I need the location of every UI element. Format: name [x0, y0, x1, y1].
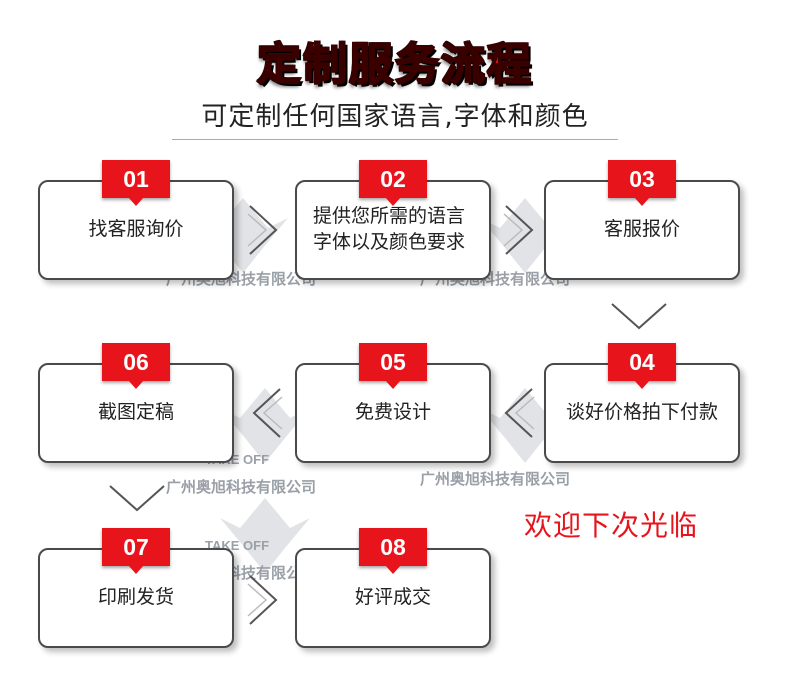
step-badge-07: 07	[102, 528, 170, 566]
step-badge-08: 08	[359, 528, 427, 566]
step-badge-03: 03	[608, 160, 676, 198]
step-number: 01	[123, 165, 149, 192]
arrow-left-icon	[500, 383, 538, 443]
step-card-04: 04 谈好价格拍下付款	[544, 343, 740, 463]
step-label: 印刷发货	[97, 586, 174, 609]
arrow-down-icon	[606, 298, 672, 334]
step-number: 08	[380, 533, 406, 560]
step-label: 客服报价	[603, 218, 680, 241]
step-badge-02: 02	[359, 160, 427, 198]
arrow-left-icon	[248, 383, 286, 443]
watermark-logo-1	[188, 188, 298, 282]
step-label: 好评成交	[354, 586, 431, 609]
step-badge-05: 05	[359, 343, 427, 381]
step-card-05: 05 免费设计	[295, 343, 491, 463]
page-title: 定制服务流程	[256, 38, 533, 91]
step-badge-06: 06	[102, 343, 170, 381]
step-card-07: 07 印刷发货	[38, 528, 234, 648]
step-card-01: 01 找客服询价	[38, 160, 234, 280]
arrow-right-icon	[500, 200, 538, 260]
step-label: 谈好价格拍下付款	[565, 401, 718, 424]
subtitle-divider	[172, 139, 618, 140]
step-number: 07	[123, 533, 149, 560]
step-number: 02	[380, 165, 406, 192]
arrow-down-icon	[104, 480, 170, 516]
arrow-right-icon	[244, 570, 282, 630]
step-label: 提供您所需的语言 字体以及颜色要求	[313, 205, 466, 253]
step-label: 找客服询价	[88, 218, 184, 241]
step-number: 04	[629, 348, 655, 375]
step-number: 05	[380, 348, 406, 375]
page-subtitle: 可定制任何国家语言,字体和颜色	[201, 102, 589, 132]
step-badge-04: 04	[608, 343, 676, 381]
arrow-right-icon	[244, 200, 282, 260]
step-number: 03	[629, 165, 655, 192]
watermark-logo-3	[210, 378, 320, 472]
step-card-08: 08 好评成交	[295, 528, 491, 648]
step-card-03: 03 客服报价	[544, 160, 740, 280]
watermark-company-4: 广州奥旭科技有限公司	[420, 471, 571, 488]
watermark-logo-4	[470, 378, 580, 472]
step-label: 截图定稿	[97, 401, 174, 424]
step-card-02: 02 提供您所需的语言 字体以及颜色要求	[295, 160, 491, 280]
step-number: 06	[123, 348, 149, 375]
step-card-06: 06 截图定稿	[38, 343, 234, 463]
step-label: 免费设计	[354, 401, 431, 424]
watermark-logo-5	[210, 488, 320, 582]
welcome-message: 欢迎下次光临	[524, 509, 699, 542]
watermark-company-3: 广州奥旭科技有限公司	[166, 479, 317, 496]
step-badge-01: 01	[102, 160, 170, 198]
